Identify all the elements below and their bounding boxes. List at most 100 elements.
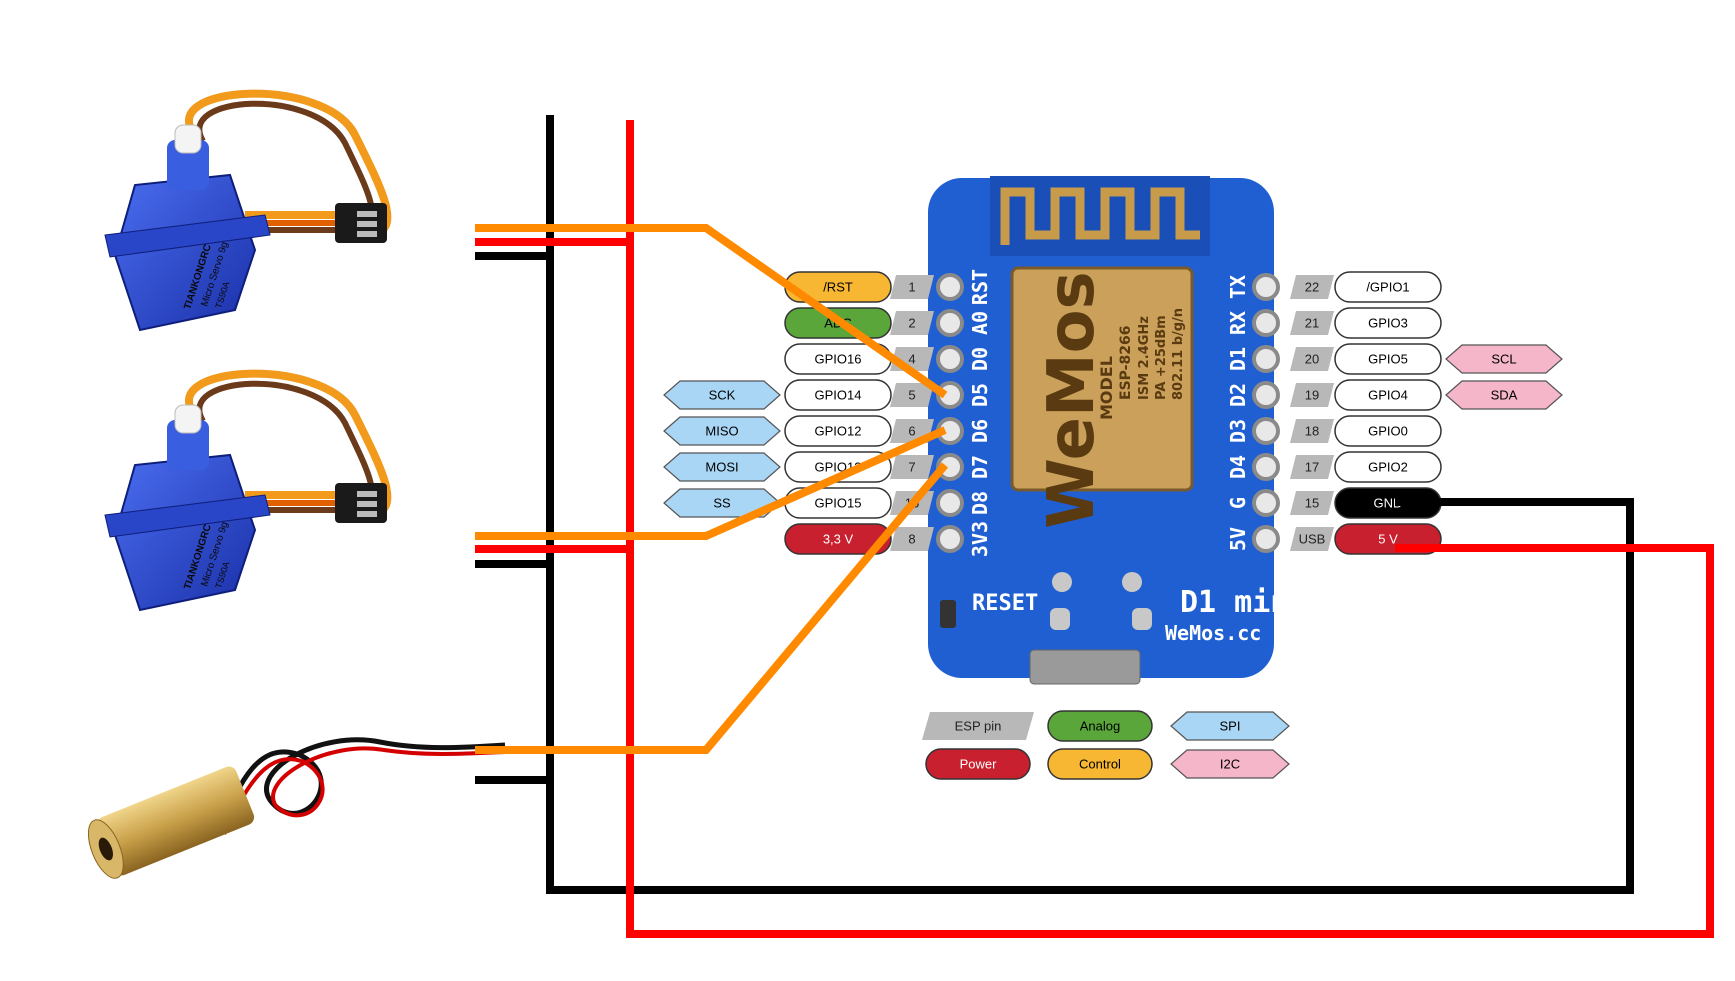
left-silk-label: RST — [968, 269, 992, 305]
esp8266-module — [1010, 266, 1194, 492]
pin-hole — [1252, 345, 1280, 373]
left-silk-label: A0 — [968, 311, 992, 335]
right-silk-label: G — [1226, 497, 1250, 509]
right-silk-label: D1 — [1226, 347, 1250, 371]
board-brand-silk: WeMos.cc — [1165, 621, 1261, 645]
right-gpio-label-text: GPIO3 — [1368, 316, 1408, 331]
left-spi-tag-badge — [663, 416, 781, 446]
laser-diode-module — [87, 737, 506, 879]
legend-pin-swatch — [922, 712, 1034, 740]
right-pin-row: 22/GPIO1 — [1290, 271, 1442, 303]
pad — [1050, 608, 1070, 630]
right-gpio-label-badge — [1334, 271, 1442, 303]
left-spi-tag-text: MISO — [705, 424, 738, 439]
legend-item: Control — [1047, 748, 1153, 780]
servo-pin — [357, 491, 377, 497]
left-silk-label: D6 — [968, 419, 992, 443]
pin-hole — [1252, 273, 1280, 301]
reset-button — [940, 600, 956, 628]
right-silk-label: D2 — [1226, 383, 1250, 407]
right-silk-label: RX — [1226, 311, 1250, 335]
legend-control-badge — [1047, 748, 1153, 780]
left-spi-tag-badge — [663, 380, 781, 410]
legend-power-badge — [925, 748, 1031, 780]
right-pin-row: 21 GPIO3 — [1290, 307, 1442, 339]
right-silk-label: 5V — [1226, 527, 1250, 551]
right-gpio-label-badge — [1334, 307, 1442, 339]
right-gpio-label-badge — [1334, 451, 1442, 483]
right-pin-number-text: 21 — [1305, 316, 1319, 331]
legend-item: Analog — [1047, 710, 1153, 742]
signal-wire-laser-d7 — [475, 462, 949, 754]
servo-pin — [357, 231, 377, 237]
servo-gear-housing — [167, 140, 209, 190]
module-text-1: ESP-8266 — [1118, 326, 1134, 400]
pin-hole — [936, 453, 964, 481]
right-pin-number-text: 15 — [1305, 496, 1319, 511]
right-gpio-label-text: 5 V — [1378, 532, 1398, 547]
pin-hole — [936, 273, 964, 301]
legend-label: ESP pin — [955, 719, 1002, 734]
module-text-3: PA +25dBm — [1154, 315, 1169, 400]
servo-motor-2: TIANKONGRC Micro Servo 9g TS90A — [104, 369, 392, 612]
servo-pin — [357, 211, 377, 217]
pcb-antenna-trace — [1000, 187, 1200, 245]
pin-hole — [1252, 381, 1280, 409]
servo-pin — [357, 221, 377, 227]
legend-item: SPI — [1170, 711, 1290, 741]
micro-usb-connector — [1029, 649, 1141, 685]
pin-hole — [1252, 489, 1280, 517]
right-silk-label: D4 — [1226, 455, 1250, 479]
left-spi-tag-badge — [663, 452, 781, 482]
pin-hole — [1252, 417, 1280, 445]
right-pin-number-box — [1290, 311, 1334, 335]
legend-item: Power — [925, 748, 1031, 780]
right-pin-number-box — [1290, 491, 1334, 515]
reset-silk: RESET — [972, 591, 1038, 616]
right-pin-number-text: 22 — [1305, 280, 1319, 295]
right-pin-number-box — [1290, 527, 1334, 551]
pin-hole — [1252, 453, 1280, 481]
servo-horn — [174, 124, 202, 154]
legend-power-text: Power — [960, 757, 998, 772]
legend-spi-badge — [1170, 711, 1290, 741]
servo-flange — [104, 214, 271, 258]
pad — [1052, 572, 1072, 592]
left-gpio-label-text: GPIO12 — [815, 424, 862, 439]
right-pin-number-text: 18 — [1305, 424, 1319, 439]
right-i2c-tag-text: SDA — [1491, 388, 1518, 403]
board-name-silk: D1 mini — [1180, 585, 1306, 620]
right-i2c-tag-badge — [1445, 380, 1563, 410]
right-gpio-label-text: GPIO0 — [1368, 424, 1408, 439]
legend-analog-badge — [1047, 710, 1153, 742]
left-silk-label: D7 — [968, 455, 992, 479]
pin-hole — [936, 525, 964, 553]
left-spi-tag-text: MOSI — [705, 460, 738, 475]
left-pin-number-text: 2 — [908, 316, 915, 331]
left-silk-label: D5 — [968, 383, 992, 407]
left-pin-number-box — [890, 383, 934, 407]
servo-pin — [357, 511, 377, 517]
right-pin-number-box — [1290, 419, 1334, 443]
module-text-2: ISM 2.4GHz — [1137, 316, 1152, 400]
left-pin-number-text: 8 — [908, 532, 915, 547]
servo-flange — [104, 494, 271, 538]
right-i2c-tag-text: SCL — [1491, 352, 1516, 367]
left-silk-label: 3V3 — [968, 521, 992, 557]
right-gpio-label-text: GPIO5 — [1368, 352, 1408, 367]
left-silk-label: D8 — [968, 491, 992, 515]
vcc-bus-wire — [626, 120, 1714, 938]
right-gpio-label-badge — [1334, 415, 1442, 447]
left-gpio-label-badge — [784, 523, 892, 555]
left-gpio-label-badge — [784, 451, 892, 483]
laser-brass-body — [96, 766, 255, 876]
left-pin-number-text: 6 — [908, 424, 915, 439]
